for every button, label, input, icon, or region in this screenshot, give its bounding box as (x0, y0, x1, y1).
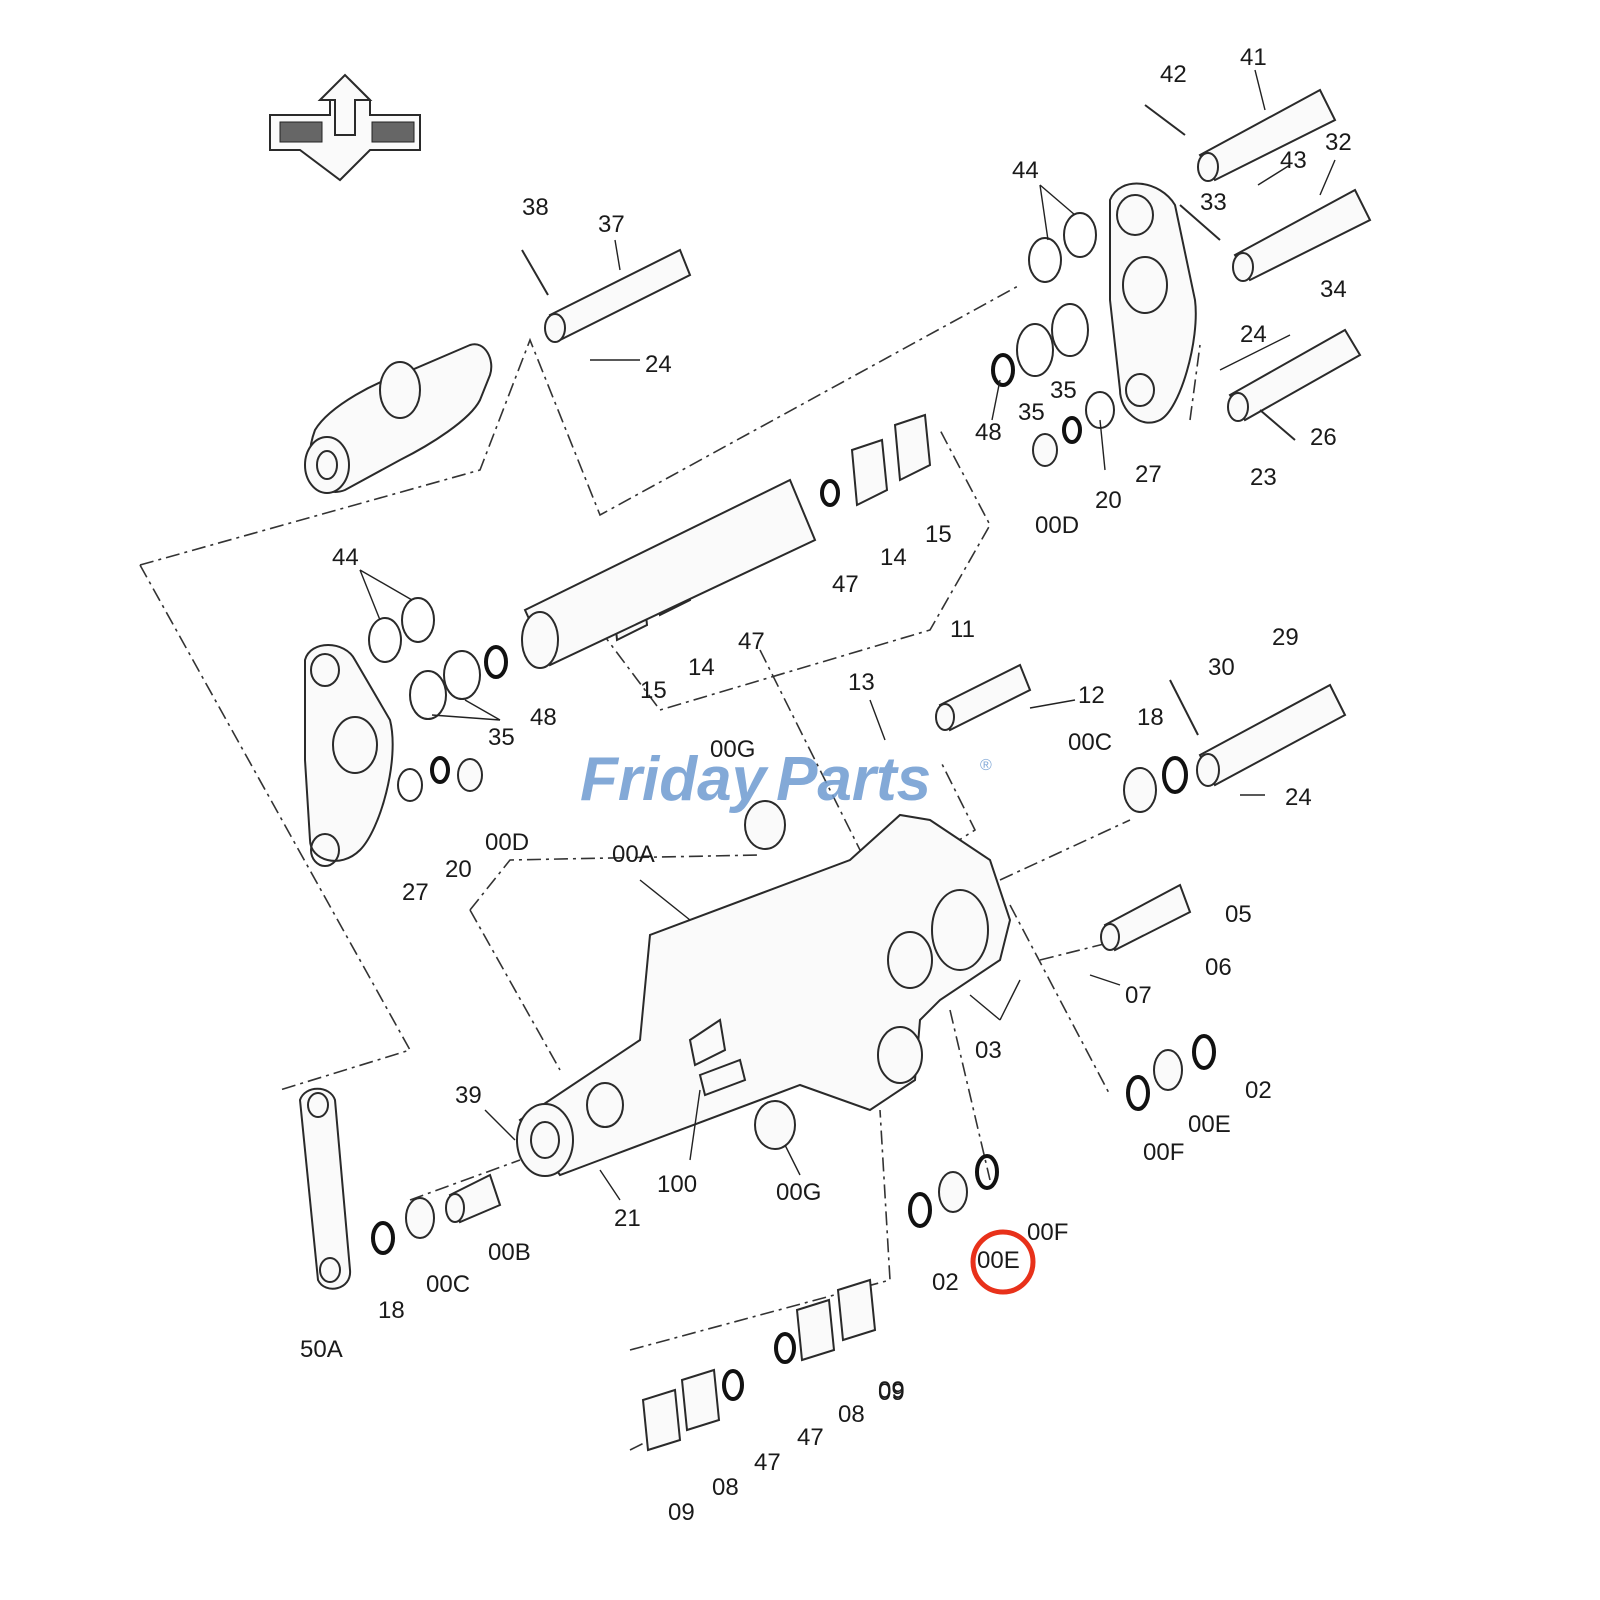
part-label-30: 30 (1208, 654, 1235, 681)
part-label-05: 05 (1225, 901, 1252, 928)
part-label-02: 02 (932, 1269, 959, 1296)
pin-11 (935, 663, 1032, 732)
pin-30 (1169, 679, 1199, 736)
part-label-35: 35 (488, 724, 515, 751)
part-label-33: 33 (1200, 189, 1227, 216)
washer-set-left (368, 597, 508, 802)
part-label-00d: 00D (1035, 512, 1079, 539)
pin-38 (521, 249, 549, 296)
part-label-48: 48 (975, 419, 1002, 446)
part-label-100: 100 (657, 1171, 697, 1198)
part-labels: 42414332333444383724243535482027262300D4… (300, 44, 1352, 1526)
part-label-00a: 00A (612, 841, 655, 868)
leader-lines (359, 69, 1336, 1201)
part-label-35: 35 (1050, 377, 1077, 404)
main-arm-body (516, 813, 1012, 1177)
lower-left-parts (298, 1087, 502, 1290)
part-label-39: 39 (455, 1082, 482, 1109)
part-label-43: 43 (1280, 147, 1307, 174)
pin-29 (1196, 683, 1347, 787)
pin-41 (1197, 88, 1337, 182)
part-label-00c: 00C (426, 1271, 470, 1298)
part-label-37: 37 (598, 211, 625, 238)
part-label-47: 47 (832, 571, 859, 598)
part-label-24: 24 (1285, 784, 1312, 811)
part-label-00e: 00E (1188, 1111, 1231, 1138)
part-label-00d: 00D (485, 829, 529, 856)
pin-42 (1144, 104, 1186, 136)
watermark-registered: ® (980, 757, 992, 774)
watermark-text-a: Friday (580, 745, 770, 814)
part-label-13: 13 (848, 669, 875, 696)
part-label-50a: 50A (300, 1336, 343, 1363)
part-label-18: 18 (378, 1297, 405, 1324)
part-label-14: 14 (880, 544, 907, 571)
part-label-44: 44 (1012, 157, 1039, 184)
part-label-18: 18 (1137, 704, 1164, 731)
part-label-23: 23 (1250, 464, 1277, 491)
part-label-42: 42 (1160, 61, 1187, 88)
left-link-plate (304, 644, 394, 867)
part-label-09: 09 (878, 1377, 905, 1404)
lower-rings-right (908, 1034, 1216, 1228)
upper-link-plate (1109, 182, 1197, 424)
bushings-00C-00G (744, 756, 1188, 1150)
assembly-lines (139, 284, 1201, 1451)
part-label-14: 14 (688, 654, 715, 681)
part-label-21: 21 (614, 1205, 641, 1232)
part-label-20: 20 (445, 856, 472, 883)
orientation-cube-icon (269, 73, 421, 182)
part-label-34: 34 (1320, 276, 1347, 303)
part-label-24: 24 (1240, 321, 1267, 348)
part-label-00f: 00F (1143, 1139, 1184, 1166)
cylinder-tube (521, 478, 817, 669)
part-label-00e: 00E (977, 1247, 1020, 1274)
part-label-44: 44 (332, 544, 359, 571)
part-label-09: 09 (668, 1499, 695, 1526)
part-label-27: 27 (402, 879, 429, 906)
pin-32 (1232, 188, 1372, 282)
part-label-06: 06 (1205, 954, 1232, 981)
pin-33 (1179, 204, 1221, 241)
part-label-08: 08 (712, 1474, 739, 1501)
part-label-00f: 00F (1027, 1219, 1068, 1246)
part-label-38: 38 (522, 194, 549, 221)
part-label-03: 03 (975, 1037, 1002, 1064)
part-label-07: 07 (1125, 982, 1152, 1009)
pin-23 (1259, 409, 1296, 441)
part-label-20: 20 (1095, 487, 1122, 514)
part-label-00c: 00C (1068, 729, 1112, 756)
part-label-15: 15 (640, 677, 667, 704)
part-label-47: 47 (797, 1424, 824, 1451)
part-label-00g: 00G (776, 1179, 821, 1206)
lower-gaskets (641, 1278, 877, 1452)
part-label-29: 29 (1272, 624, 1299, 651)
pin-05 (1100, 883, 1192, 952)
part-label-12: 12 (1078, 682, 1105, 709)
part-label-02: 02 (1245, 1077, 1272, 1104)
pin-26 (1227, 328, 1362, 422)
watermark-text-b: Parts (776, 745, 931, 814)
part-label-35: 35 (1018, 399, 1045, 426)
part-label-47: 47 (754, 1449, 781, 1476)
part-label-48: 48 (530, 704, 557, 731)
upper-bracket (304, 343, 493, 494)
part-label-11: 11 (950, 616, 975, 643)
part-label-15: 15 (925, 521, 952, 548)
part-label-00b: 00B (488, 1239, 531, 1266)
part-label-41: 41 (1240, 44, 1267, 71)
part-label-09: 09 (878, 1379, 905, 1406)
part-label-47: 47 (738, 628, 765, 655)
part-label-24: 24 (645, 351, 672, 378)
part-label-08: 08 (838, 1401, 865, 1428)
part-label-00g: 00G (710, 736, 755, 763)
pin-37 (544, 248, 692, 343)
part-label-27: 27 (1135, 461, 1162, 488)
part-label-26: 26 (1310, 424, 1337, 451)
highlight-ring (970, 1229, 1036, 1295)
part-label-32: 32 (1325, 129, 1352, 156)
